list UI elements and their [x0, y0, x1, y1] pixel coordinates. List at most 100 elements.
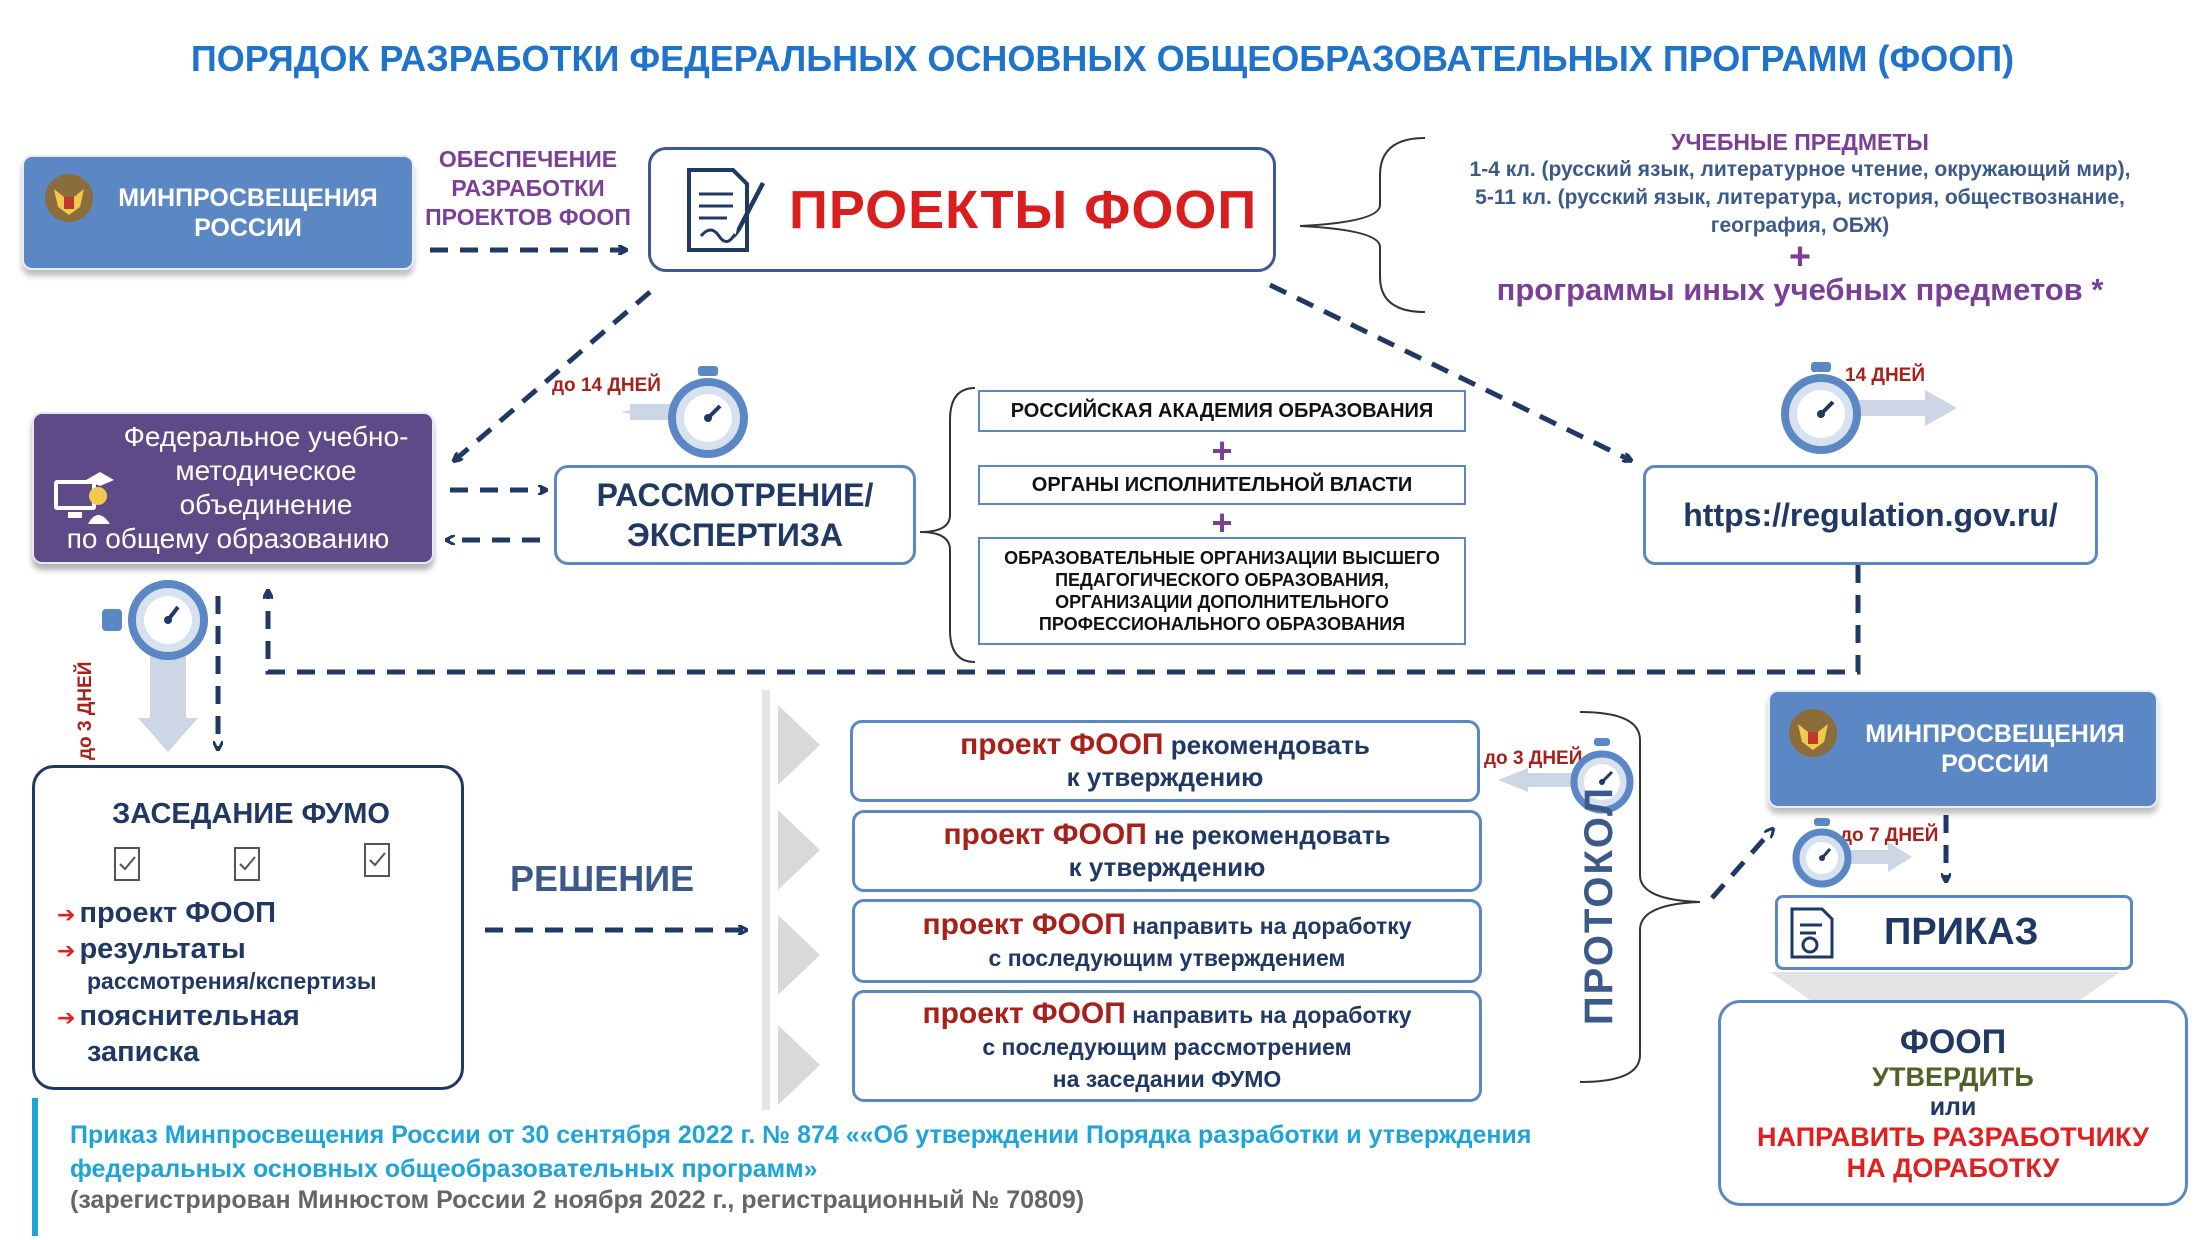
decision-recommend[interactable]: проект ФООП рекомендовать к утверждению: [850, 720, 1480, 802]
org-academy: РОССИЙСКАЯ АКАДЕМИЯ ОБРАЗОВАНИЯ: [978, 390, 1466, 432]
fumo-line3: объединение: [179, 489, 353, 520]
meeting-bullet-3: ➔пояснительная: [57, 999, 457, 1035]
decision-1-rest2: к утверждению: [1066, 762, 1264, 792]
decision-4-rest3: на заседании ФУМО: [1052, 1065, 1282, 1092]
result-send1: НАПРАВИТЬ РАЗРАБОТЧИКУ: [1757, 1121, 2149, 1152]
ministry-box[interactable]: МИНПРОСВЕЩЕНИЯ РОССИИ: [22, 155, 414, 270]
decision-4-rest2: с последующим рассмотрением: [982, 1033, 1352, 1060]
document-pen-icon: [687, 167, 765, 252]
stopwatch-icon: [102, 580, 208, 660]
org-plus-2: +: [1211, 502, 1233, 543]
meeting-bullet-2: ➔результаты: [57, 932, 457, 968]
subjects-line2: 5-11 кл. (русский язык, литература, исто…: [1475, 186, 2125, 209]
page-title: ПОРЯДОК РАЗРАБОТКИ ФЕДЕРАЛЬНЫХ ОСНОВНЫХ …: [190, 38, 2015, 79]
stopwatch-icon: [1792, 818, 1912, 888]
provision-label: ОБЕСПЕЧЕНИЕ РАЗРАБОТКИ ПРОЕКТОВ ФООП: [418, 145, 638, 232]
decision-rework-approve[interactable]: проект ФООП направить на доработку с пос…: [852, 899, 1482, 983]
subjects-line3: география, ОБЖ): [1710, 214, 1890, 237]
order-box[interactable]: ПРИКАЗ: [1775, 895, 2133, 970]
org-education-line3: ОРГАНИЗАЦИИ ДОПОЛНИТЕЛЬНОГО: [1055, 592, 1389, 612]
stopwatch-icon: [1498, 738, 1634, 814]
result-title: ФООП: [1899, 1022, 2007, 1061]
org-education-line1: ОБРАЗОВАТЕЛЬНЫЕ ОРГАНИЗАЦИИ ВЫСШЕГО: [1004, 548, 1440, 568]
stopwatch-icon: [1781, 362, 1957, 454]
meeting-bullet-2b: рассмотрения/кспертизы: [87, 968, 377, 994]
decision-1-rest1: рекомендовать: [1163, 730, 1370, 760]
provision-line1: ОБЕСПЕЧЕНИЕ: [438, 146, 618, 172]
fumo-box[interactable]: Федеральное учебно- методическое объедин…: [32, 412, 434, 564]
result-approve: УТВЕРДИТЬ: [1872, 1061, 2034, 1092]
timer-label-14-left: до 14 ДНЕЙ: [552, 375, 661, 396]
review-box[interactable]: РАССМОТРЕНИЕ/ ЭКСПЕРТИЗА: [554, 465, 916, 565]
certificate-document-icon: [1790, 907, 1834, 958]
meeting-bullet-3b: записка: [87, 1036, 200, 1068]
ministry-box-2[interactable]: МИНПРОСВЕЩЕНИЯ РОССИИ: [1768, 690, 2158, 808]
bullet-arrow-icon: ➔: [57, 902, 76, 927]
org-education: ОБРАЗОВАТЕЛЬНЫЕ ОРГАНИЗАЦИИ ВЫСШЕГО ПЕДА…: [978, 537, 1466, 645]
bullet-arrow-icon: ➔: [57, 938, 76, 963]
meeting-box[interactable]: ЗАСЕДАНИЕ ФУМО ➔проект ФООП ➔результаты …: [32, 765, 464, 1090]
bullet-arrow-icon: ➔: [57, 1005, 76, 1030]
review-line1: РАССМОТРЕНИЕ/: [596, 477, 874, 513]
decision-3-line1: проект ФООП направить на доработку: [922, 907, 1412, 942]
decision-2-line1: проект ФООП не рекомендовать: [943, 819, 1390, 851]
ministry2-line2: РОССИИ: [1941, 750, 2049, 778]
meeting-bullet-1: ➔проект ФООП: [57, 896, 457, 932]
brace-organizations: [919, 387, 976, 663]
decision-4-rest1: направить на доработку: [1125, 1001, 1412, 1028]
timer-label-7: до 7 ДНЕЙ: [1840, 825, 1939, 846]
decision-label: РЕШЕНИЕ: [510, 858, 695, 899]
footer-accent-bar: [32, 1098, 38, 1236]
meeting-bullet-3-text: пояснительная: [79, 1000, 300, 1032]
footer: Приказ Минпросвещения России от 30 сентя…: [70, 1118, 1710, 1215]
footer-line2: федеральных основных общеобразовательных…: [70, 1155, 818, 1183]
decision-4-red: проект ФООП: [922, 996, 1126, 1030]
russian-emblem-icon: [45, 174, 93, 222]
decision-3-rest1: направить на доработку: [1125, 912, 1412, 939]
fumo-line1: Федеральное учебно-: [123, 421, 409, 452]
projects-title: ПРОЕКТЫ ФООП: [789, 179, 1258, 240]
subjects-plus: +: [1788, 236, 1812, 278]
subjects-line1: 1-4 кл. (русский язык, литературное чтен…: [1469, 158, 2131, 181]
provision-line3: ПРОЕКТОВ ФООП: [425, 204, 631, 230]
decision-rework-review[interactable]: проект ФООП направить на доработку с пос…: [852, 990, 1482, 1102]
review-line2: ЭКСПЕРТИЗА: [627, 517, 843, 553]
meeting-title: ЗАСЕДАНИЕ ФУМО: [112, 798, 390, 830]
decision-not-recommend[interactable]: проект ФООП не рекомендовать к утвержден…: [852, 810, 1482, 892]
arrow-protocol-to-ministry: [1710, 830, 1772, 900]
footer-line3: (зарегистрирован Минюстом России 2 ноябр…: [70, 1186, 1085, 1214]
decision-chevrons: [762, 690, 820, 1110]
meeting-bullet-2-text: результаты: [79, 933, 246, 965]
fumo-line4: по общему образованию: [66, 523, 390, 554]
checklist-icon: [114, 843, 390, 881]
protocol-label: ПРОТОКОЛ: [1577, 785, 1622, 1025]
timer-label-14-right: 14 ДНЕЙ: [1845, 365, 1925, 386]
decision-3-red: проект ФООП: [922, 907, 1126, 941]
russian-emblem-icon: [1789, 709, 1837, 757]
footer-line1: Приказ Минпросвещения России от 30 сентя…: [70, 1121, 1532, 1149]
projects-box[interactable]: ПРОЕКТЫ ФООП: [648, 147, 1276, 272]
org-plus-1: +: [1211, 430, 1233, 471]
protocol-wrap: ПРОТОКОЛ: [1500, 785, 1700, 1024]
regulation-link[interactable]: https://regulation.gov.ru/: [1643, 465, 2098, 565]
timer-label-3-vertical: до 3 ДНЕЙ: [75, 661, 96, 760]
org-education-line4: ПРОФЕССИОНАЛЬНОГО ОБРАЗОВАНИЯ: [1038, 614, 1406, 634]
stopwatch-icon: [620, 366, 748, 458]
subjects-block: УЧЕБНЫЕ ПРЕДМЕТЫ 1-4 кл. (русский язык, …: [1410, 128, 2190, 307]
order-label: ПРИКАЗ: [1884, 911, 2039, 953]
subjects-other: программы иных учебных предметов *: [1496, 272, 2104, 307]
order-funnel: [1770, 972, 2120, 1000]
decision-1-line1: проект ФООП рекомендовать: [960, 729, 1370, 761]
decision-2-rest2: к утверждению: [1068, 852, 1266, 882]
decision-1-red: проект ФООП: [960, 728, 1164, 761]
teacher-computer-icon: [54, 472, 114, 524]
provision-line2: РАЗРАБОТКИ: [451, 175, 605, 201]
grey-down-arrow: [138, 650, 198, 752]
timer-label-3-right: до 3 ДНЕЙ: [1484, 748, 1583, 769]
fumo-line2: методическое: [175, 455, 357, 486]
ministry-line2: РОССИИ: [194, 213, 302, 242]
result-send2: НА ДОРАБОТКУ: [1846, 1152, 2060, 1183]
ministry-line1: МИНПРОСВЕЩЕНИЯ: [118, 183, 378, 212]
decision-2-red: проект ФООП: [943, 818, 1147, 851]
result-box: ФООП УТВЕРДИТЬ или НАПРАВИТЬ РАЗРАБОТЧИК…: [1718, 1000, 2188, 1206]
